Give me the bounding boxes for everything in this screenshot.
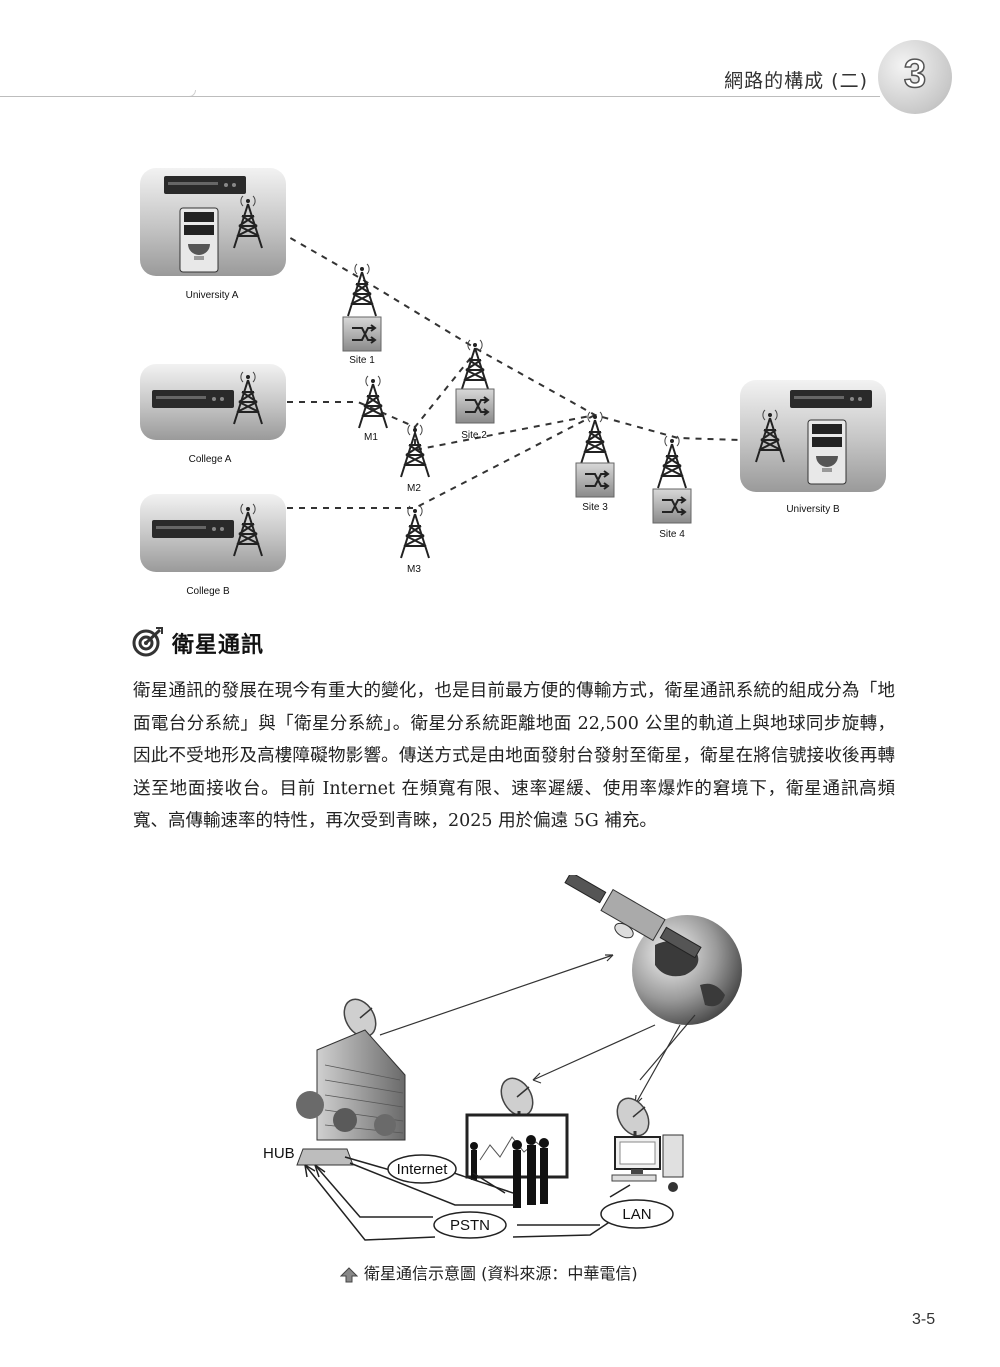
globe-satellite <box>564 875 742 1025</box>
m3-label: M3 <box>407 564 421 575</box>
network-links <box>275 231 741 509</box>
pstn-label: PSTN <box>450 1217 490 1234</box>
university-a-node: University A <box>140 168 286 301</box>
site-1-node: Site 1 <box>342 263 382 366</box>
presentation-site <box>465 1071 569 1208</box>
hub-device: HUB <box>263 1145 354 1166</box>
lan-label: LAN <box>622 1206 651 1223</box>
college-a-node: College A <box>140 364 286 465</box>
satellite-links <box>379 954 696 1106</box>
m1-node: M1 <box>358 375 388 443</box>
chapter-globe-icon <box>878 40 952 114</box>
up-arrow-icon <box>340 1266 358 1282</box>
internet-label: Internet <box>397 1161 449 1178</box>
university-b-label: University B <box>786 504 840 515</box>
site-4-label: Site 4 <box>659 529 685 540</box>
hub-building <box>296 992 406 1141</box>
site-4-node: Site 4 <box>652 435 692 540</box>
target-icon <box>132 627 163 657</box>
site-1-label: Site 1 <box>349 355 375 366</box>
network-diagram: University A College A College B Univers… <box>140 168 886 597</box>
caption-text: 衛星通信示意圖 (資料來源：中華電信) <box>364 1264 638 1283</box>
internet-cloud <box>387 1154 457 1184</box>
hub-label: HUB <box>263 1145 295 1162</box>
figure-caption: 衛星通信示意圖 (資料來源：中華電信) <box>340 1260 638 1284</box>
m3-node: M3 <box>400 505 430 575</box>
section-body: 衛星通訊的發展在現今有重大的變化，也是目前最方便的傳輸方式，衛星通訊系統的組成分… <box>133 681 895 832</box>
college-b-label: College B <box>186 586 230 597</box>
header-rule <box>0 96 880 97</box>
m2-node: M2 <box>400 424 430 494</box>
pstn-cloud <box>433 1211 507 1239</box>
university-b-node: University B <box>740 380 886 515</box>
satellite-diagram: HUB Internet PSTN LAN <box>263 875 742 1241</box>
lan-site <box>609 1091 684 1192</box>
m1-label: M1 <box>364 432 378 443</box>
college-b-node: College B <box>140 494 286 597</box>
site-2-node: Site 2 <box>455 339 495 441</box>
section-title: 衛星通訊 <box>172 633 265 658</box>
site-3-node: Site 3 <box>575 411 615 513</box>
site-3-label: Site 3 <box>582 502 608 513</box>
page-number: 3-5 <box>912 1311 936 1328</box>
college-a-label: College A <box>189 454 232 465</box>
m2-label: M2 <box>407 483 421 494</box>
university-a-label: University A <box>186 290 239 301</box>
site-2-label: Site 2 <box>461 430 487 441</box>
lan-cloud <box>600 1199 674 1229</box>
chapter-title: 網路的構成 (二) <box>724 70 868 92</box>
chapter-number: 3 <box>903 51 927 97</box>
